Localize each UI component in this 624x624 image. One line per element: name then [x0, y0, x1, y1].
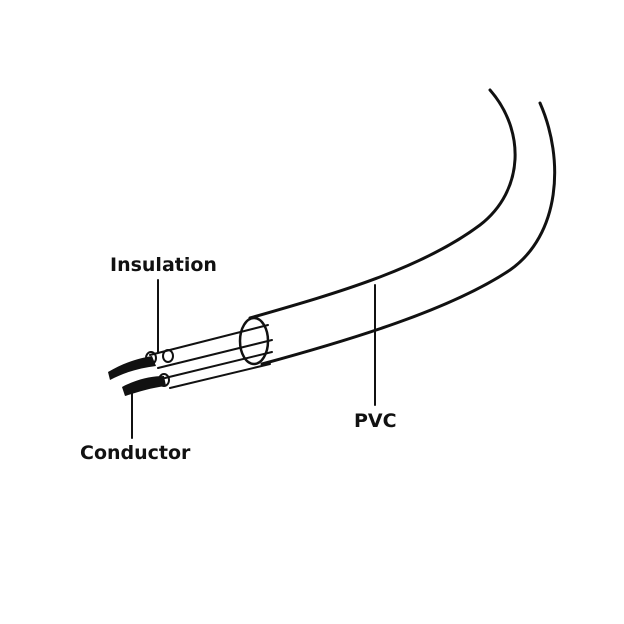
pvc-label: PVC [354, 410, 397, 432]
insulated-wire-2 [164, 351, 273, 379]
insulation-label: Insulation [110, 254, 217, 276]
pvc-jacket-lower-edge [260, 101, 557, 366]
pvc-jacket-upper-edge [248, 88, 517, 320]
insulation-end-2 [162, 349, 174, 363]
conductor-label: Conductor [80, 442, 191, 464]
conductor-strands [108, 356, 166, 396]
